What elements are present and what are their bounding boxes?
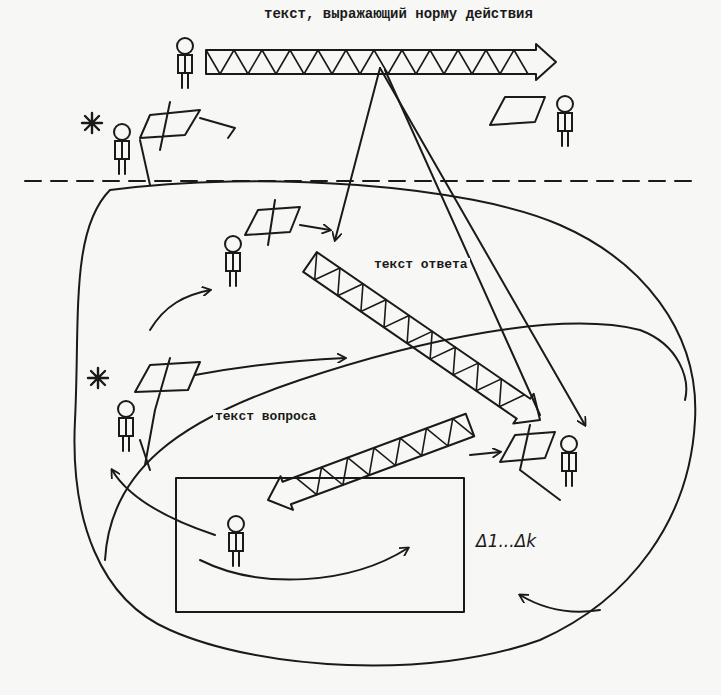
- text-label: текст ответа: [372, 258, 470, 273]
- parallelogram: [490, 97, 545, 125]
- parallelogram: [500, 425, 560, 500]
- arrow-line: [300, 225, 330, 230]
- text-band-arrow: [268, 414, 474, 510]
- parallelogram: [135, 358, 200, 465]
- arrow-line: [470, 452, 500, 455]
- stick-figure: [228, 516, 244, 566]
- stick-figure: [557, 96, 573, 146]
- text-label: текст, выражающий норму действия: [262, 6, 535, 22]
- text-band-arrow: [303, 252, 540, 423]
- arrow-line: [380, 68, 585, 425]
- text-band-arrow: [206, 44, 556, 80]
- delta-label: Δ1...Δk: [474, 532, 538, 552]
- stick-figure: [225, 236, 241, 286]
- dashed-boundary: [25, 180, 692, 182]
- stick-figure: [177, 38, 193, 88]
- inner-curve: [105, 324, 686, 560]
- stick-figure: [114, 124, 130, 174]
- curved-arrow: [520, 595, 600, 612]
- curved-arrow: [195, 358, 345, 375]
- asterisk: [82, 113, 108, 388]
- text-label: текст вопроса: [213, 410, 318, 425]
- curved-arrow: [112, 470, 215, 535]
- curved-arrow: [200, 548, 408, 580]
- frame-box: [176, 478, 464, 612]
- arrow-line: [385, 70, 540, 415]
- curved-arrow: [150, 290, 210, 330]
- enclosing-curve: [74, 181, 695, 665]
- arrow-line: [335, 68, 380, 240]
- parallelogram: [140, 102, 235, 150]
- stick-figure: [118, 401, 134, 451]
- stick-figure: [561, 436, 577, 486]
- parallelogram: [245, 200, 300, 245]
- stroke: [140, 140, 150, 185]
